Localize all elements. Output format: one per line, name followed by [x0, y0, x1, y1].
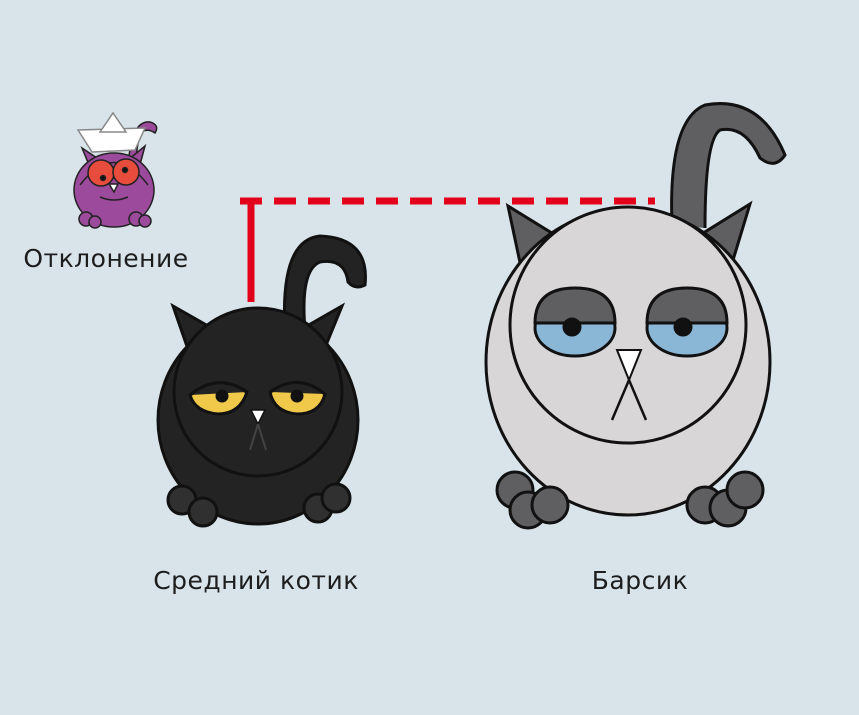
deviation-indicator	[240, 197, 655, 302]
average-cat-label: Средний котик	[153, 566, 359, 595]
barsik-cat-illustration	[484, 102, 787, 530]
barsik-label: Барсик	[591, 566, 689, 595]
deviation-label: Отклонение	[23, 244, 189, 273]
average-cat-illustration	[156, 234, 367, 528]
deviation-cat-icon	[73, 111, 158, 229]
